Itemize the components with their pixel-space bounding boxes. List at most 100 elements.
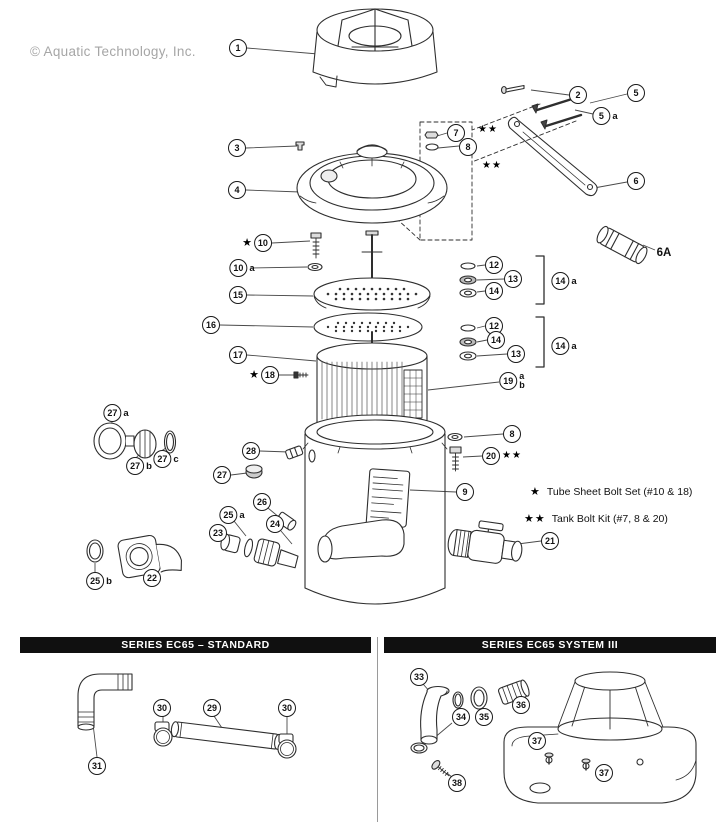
callout-35: 35 [475, 708, 493, 726]
part-elbow-31 [77, 673, 133, 731]
callout-37-number: 37 [595, 764, 613, 782]
callout-8-number: 8 [503, 425, 521, 443]
callout-16: 16 [202, 316, 220, 334]
part-tank [302, 414, 448, 605]
callout-35-number: 35 [475, 708, 493, 726]
double-star-icon: ★★ [502, 450, 522, 461]
callout-10-number: 10 [253, 234, 272, 252]
callout-30-left: 30 [153, 699, 171, 717]
callout-25b-number: 25 [86, 572, 105, 590]
part-screws-37 [544, 752, 591, 771]
part-fitting-28 [285, 445, 304, 460]
callout-33: 33 [410, 668, 428, 686]
legend-text: Tank Bolt Kit (#7, 8 & 20) [551, 512, 668, 525]
callout-20: 20★★ [482, 447, 522, 465]
part-adapter-group [220, 533, 299, 569]
callout-13-number: 13 [504, 270, 522, 288]
callout-14a-letter: a [571, 275, 577, 287]
callout-30-right: 30 [278, 699, 296, 717]
callout-14-bottom: 14 [487, 331, 505, 349]
callout-2-number: 2 [569, 86, 587, 104]
callout-36-number: 36 [512, 696, 530, 714]
callout-5a-letter: a [612, 110, 618, 122]
callout-3-number: 3 [228, 139, 246, 157]
callout-6a: 6A [657, 247, 672, 259]
callout-18: ★18 [249, 366, 279, 384]
section-header-standard: SERIES EC65 – STANDARD [20, 637, 371, 653]
callout-27a-letter: a [123, 407, 129, 419]
callout-22-number: 22 [143, 569, 161, 587]
part-pin [500, 84, 525, 95]
callout-13-top: 13 [504, 270, 522, 288]
callout-30-number: 30 [278, 699, 296, 717]
callout-8-mid: 8 [503, 425, 521, 443]
part-oring-25b [86, 539, 104, 563]
section-header-system-3: SERIES EC65 SYSTEM III [384, 637, 716, 653]
part-clamp-30-right [277, 733, 297, 759]
part-screw-38 [431, 760, 450, 777]
double-star-icon: ★★ [478, 124, 498, 135]
tube-sheet-perforations [326, 287, 418, 333]
double-star-icon: ★★ [524, 513, 546, 525]
callout-18-number: 18 [260, 366, 279, 384]
callout-12-top: 12 [485, 256, 503, 274]
callout-5a-number: 5 [592, 107, 611, 125]
callout-14a-number: 14 [551, 272, 570, 290]
callout-27c-number: 27 [153, 450, 172, 468]
callout-23-number: 23 [209, 524, 227, 542]
part-dome-lid [312, 8, 438, 88]
callout-21: 21 [541, 532, 559, 550]
star-icon: ★ [530, 486, 541, 498]
part-clamp-30-left [153, 721, 173, 747]
callout-34-number: 34 [452, 708, 470, 726]
callout-13-number: 13 [507, 345, 525, 363]
callout-25a-letter: a [239, 509, 245, 521]
callout-9-number: 9 [456, 483, 474, 501]
part-washer-stack-bottom [459, 316, 545, 368]
callout-8-top: 8 [459, 138, 477, 156]
callout-19-letter-b: b [519, 380, 525, 390]
callout-37-right: 37 [595, 764, 613, 782]
callout-30-number: 30 [153, 699, 171, 717]
callout-4-number: 4 [228, 181, 246, 199]
part-handle-bar [507, 116, 598, 197]
callout-26: 26 [253, 493, 271, 511]
part-ring-35 [470, 686, 488, 710]
callout-27b-number: 27 [126, 457, 145, 475]
callout-24: 24 [266, 515, 284, 533]
callout-14a-letter: a [571, 340, 577, 352]
callout-19-number: 19 [499, 372, 518, 390]
callout-15-number: 15 [229, 286, 247, 304]
callout-27b-letter: b [146, 460, 152, 472]
part-drain-cap [245, 464, 263, 479]
part-bolt-18 [293, 371, 309, 379]
star-icon: ★ [242, 236, 252, 249]
section-title: SERIES EC65 SYSTEM III [481, 639, 619, 651]
part-oring-34 [410, 691, 464, 754]
legend-tank-bolt-kit: ★★ Tank Bolt Kit (#7, 8 & 20) [524, 512, 668, 526]
callout-7: 7 [447, 124, 465, 142]
callout-27: 27 [213, 466, 231, 484]
section-title: SERIES EC65 – STANDARD [121, 639, 270, 651]
callout-17-number: 17 [229, 346, 247, 364]
callout-8-number: 8 [459, 138, 477, 156]
callout-38: 38 [448, 774, 466, 792]
callout-14-top: 14 [485, 282, 503, 300]
callout-1-number: 1 [229, 39, 247, 57]
callout-19-letter-a: a [519, 371, 525, 381]
callout-7-number: 7 [447, 124, 465, 142]
part-bolts [531, 97, 583, 130]
callout-33-number: 33 [410, 668, 428, 686]
callout-5-number: 5 [627, 84, 645, 102]
part-elbow-33 [420, 685, 450, 745]
part-bolt-10 [307, 232, 323, 272]
callout-23: 23 [209, 524, 227, 542]
callout-6: 6 [627, 172, 645, 190]
callout-25b-letter: b [106, 575, 112, 587]
